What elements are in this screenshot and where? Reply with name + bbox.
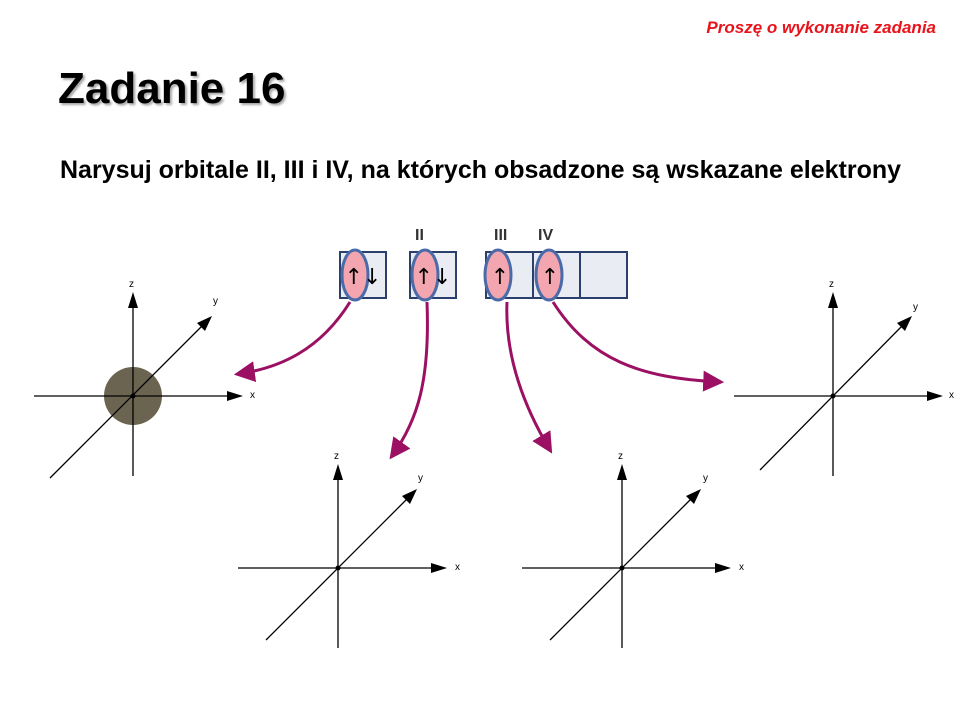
axis-z-label-1: z bbox=[129, 279, 134, 290]
axis-x-label-2: x bbox=[455, 562, 460, 573]
axis-x-label-4: x bbox=[949, 390, 954, 401]
axis-z-label-2: z bbox=[334, 451, 339, 462]
coordinate-system-2: x y z bbox=[238, 451, 460, 648]
electron-highlight-1 bbox=[340, 248, 370, 302]
arrow-to-axes-1 bbox=[233, 301, 352, 383]
spin-cell-4: ↑ bbox=[541, 265, 559, 290]
electron-highlight-3 bbox=[483, 248, 513, 302]
electron-highlight-4 bbox=[534, 248, 564, 302]
axis-y-label-2: y bbox=[418, 473, 423, 484]
spin-cell-2: ↑↓ bbox=[415, 265, 452, 290]
axis-y-label-1: y bbox=[213, 296, 218, 307]
axis-x-label-1: x bbox=[250, 390, 255, 401]
slide-title: Zadanie 16 bbox=[58, 64, 286, 113]
label-orbital-iv: IV bbox=[538, 227, 553, 244]
axis-y-label-3: y bbox=[703, 473, 708, 484]
label-orbital-iii: III bbox=[494, 227, 507, 244]
axis-z-label-4: z bbox=[829, 279, 834, 290]
axis-y-label-4: y bbox=[913, 302, 918, 313]
task-instruction: Narysuj orbitale II, III i IV, na któryc… bbox=[60, 156, 902, 184]
axis-x-label-3: x bbox=[739, 562, 744, 573]
coordinate-system-3: x y z bbox=[522, 451, 744, 648]
arrow-to-axes-4 bbox=[551, 301, 725, 392]
electron-highlight-2 bbox=[410, 248, 440, 302]
orbital-cell-5 bbox=[579, 251, 628, 299]
label-orbital-ii: II bbox=[415, 227, 424, 244]
coordinate-system-1: x y z bbox=[34, 279, 255, 479]
spin-cell-1: ↑↓ bbox=[345, 265, 382, 290]
instruction-note: Proszę o wykonanie zadania bbox=[706, 18, 936, 37]
spin-cell-3: ↑ bbox=[491, 265, 509, 290]
arrow-to-axes-2 bbox=[389, 301, 429, 460]
arrow-to-axes-3 bbox=[505, 301, 553, 454]
coordinate-system-4: x y z bbox=[734, 279, 954, 476]
axis-z-label-3: z bbox=[618, 451, 623, 462]
